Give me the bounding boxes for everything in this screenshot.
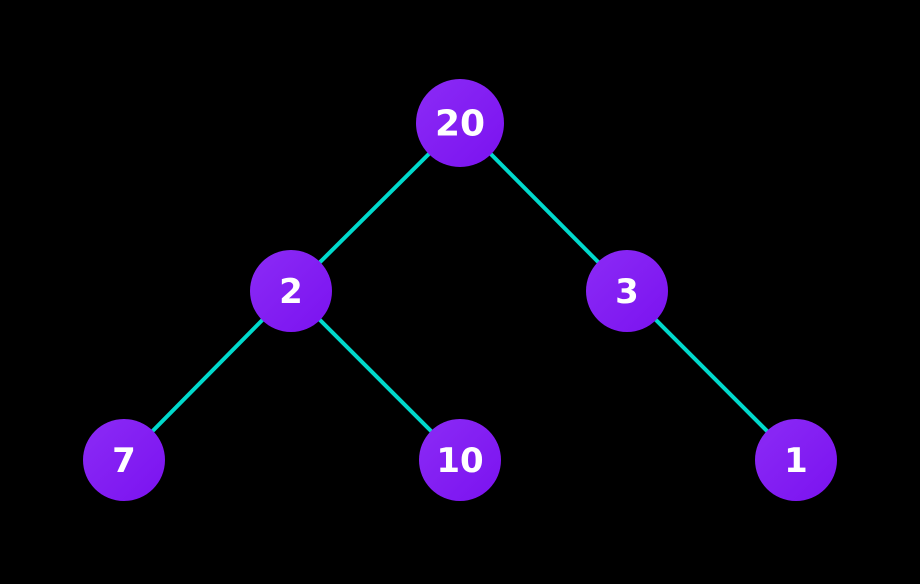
tree-node-circle-20[interactable] bbox=[416, 79, 504, 167]
tree-node-circle-10[interactable] bbox=[419, 419, 501, 501]
tree-node-label-10: 10 bbox=[436, 441, 483, 481]
tree-node-circle-2[interactable] bbox=[250, 250, 332, 332]
tree-node-circle-7[interactable] bbox=[83, 419, 165, 501]
tree-node-circle-3[interactable] bbox=[586, 250, 668, 332]
node-layer: 20 2 3 7 10 1 bbox=[83, 79, 837, 501]
tree-node-label-1: 1 bbox=[784, 441, 808, 481]
tree-node-3[interactable]: 3 bbox=[586, 250, 668, 332]
tree-node-label-2: 2 bbox=[279, 272, 303, 312]
tree-node-20[interactable]: 20 bbox=[416, 79, 504, 167]
tree-node-label-20: 20 bbox=[435, 104, 485, 145]
edge-layer bbox=[122, 121, 798, 462]
tree-node-label-7: 7 bbox=[112, 441, 136, 481]
tree-node-1[interactable]: 1 bbox=[755, 419, 837, 501]
tree-node-2[interactable]: 2 bbox=[250, 250, 332, 332]
tree-node-10[interactable]: 10 bbox=[419, 419, 501, 501]
tree-node-circle-1[interactable] bbox=[755, 419, 837, 501]
tree-node-7[interactable]: 7 bbox=[83, 419, 165, 501]
tree-node-label-3: 3 bbox=[615, 272, 639, 312]
